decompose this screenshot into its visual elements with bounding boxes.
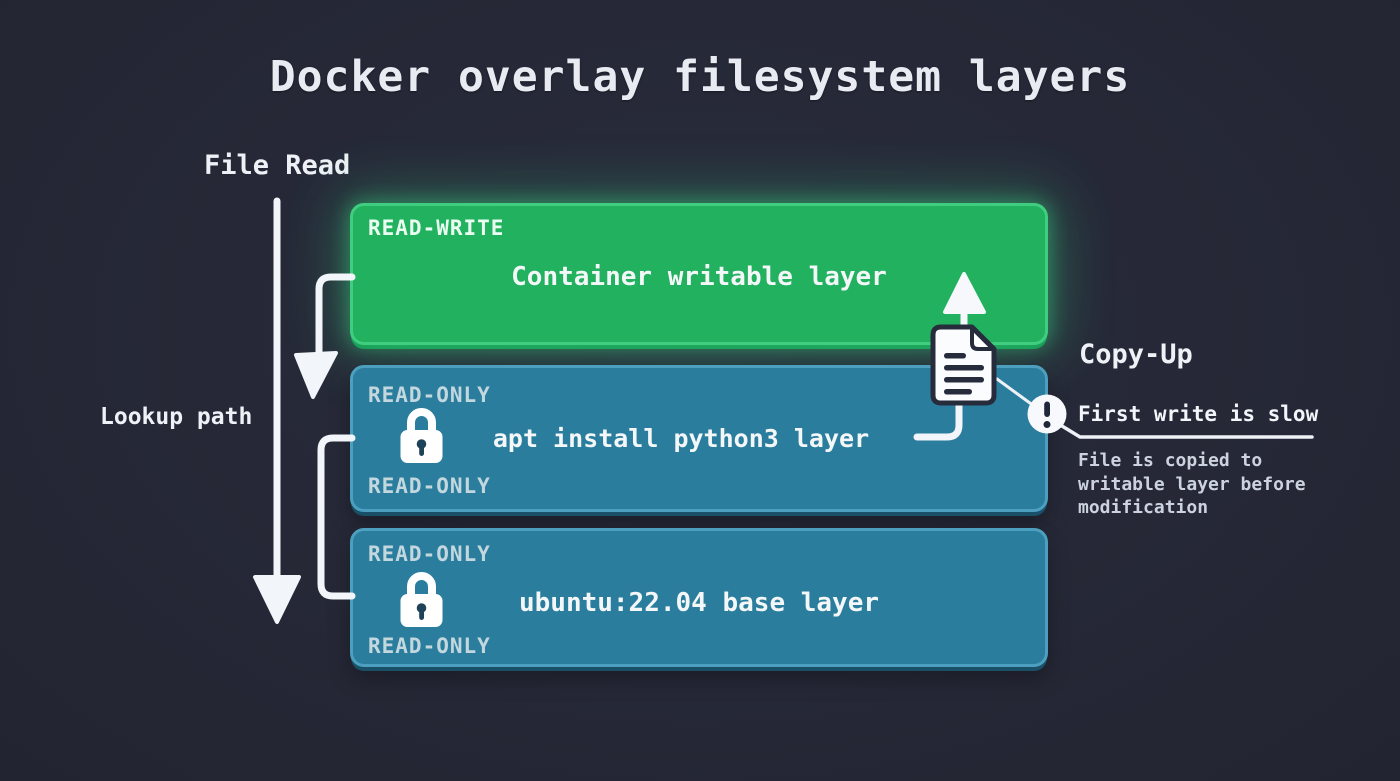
down-arrow-icon [253, 197, 301, 624]
access-badge: READ-ONLY [368, 542, 491, 566]
access-badge: READ-WRITE [368, 216, 505, 240]
access-badge: READ-ONLY [368, 634, 491, 658]
page-title: Docker overlay filesystem layers [269, 52, 1131, 102]
access-badge: READ-ONLY [368, 383, 491, 407]
layer-link-connector [317, 434, 356, 600]
layer-box-readonly-base: READ-ONLY ubuntu:22.04 base layer READ-O… [350, 528, 1048, 667]
layer-title: apt install python3 layer [492, 424, 870, 453]
layer-title: ubuntu:22.04 base layer [518, 588, 880, 618]
layer-title: Container writable layer [511, 262, 887, 292]
warning-title: First write is slow [1078, 402, 1319, 426]
access-badge: READ-ONLY [368, 474, 491, 498]
layer-box-writable: READ-WRITE Container writable layer [350, 203, 1048, 345]
warning-description: File is copied to writable layer before … [1078, 450, 1306, 518]
fallthrough-arrow-icon [294, 273, 356, 399]
warning-underline [1060, 424, 1314, 439]
layer-box-readonly-apt: READ-ONLY apt install python3 layer READ… [350, 365, 1048, 512]
lookup-path-label: Lookup path [100, 404, 253, 430]
file-read-label: File Read [204, 150, 351, 181]
copy-up-label: Copy-Up [1079, 339, 1193, 370]
